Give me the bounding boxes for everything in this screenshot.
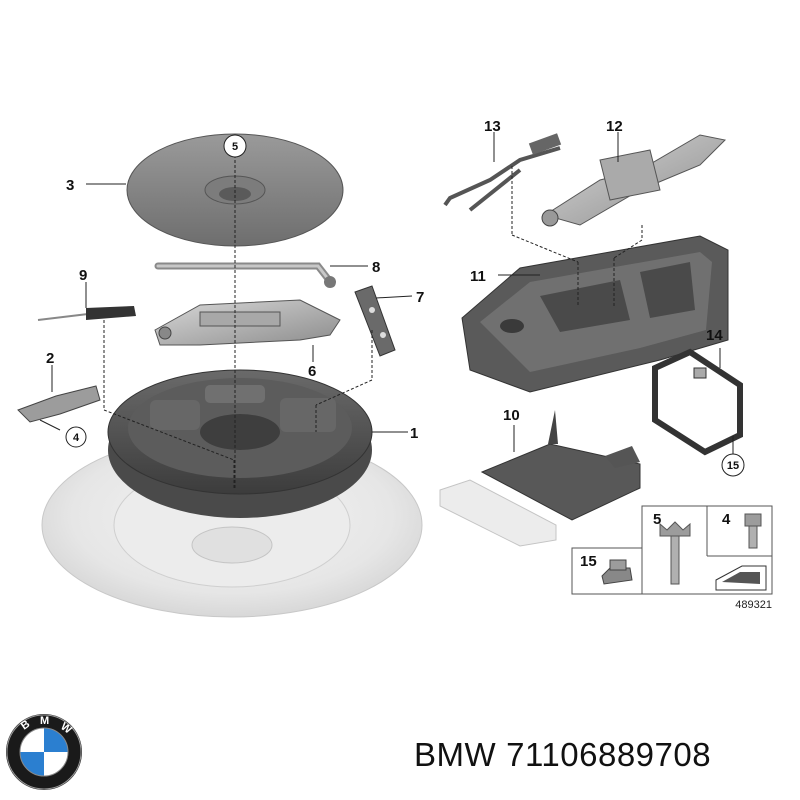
callout-6: 6 <box>308 363 316 380</box>
svg-text:M: M <box>40 715 49 727</box>
callout-4-circle: 4 <box>65 426 87 448</box>
tool-tray <box>461 235 729 393</box>
callout-8: 8 <box>372 259 380 276</box>
clip <box>17 385 101 423</box>
callout-5-label: 5 <box>232 141 238 153</box>
strap <box>652 348 743 456</box>
callout-15-label: 15 <box>727 460 739 472</box>
bmw-logo: B M W <box>6 714 82 790</box>
callout-7: 7 <box>416 289 424 306</box>
bracket <box>354 285 396 357</box>
callout-12: 12 <box>606 118 623 135</box>
mat <box>480 410 641 521</box>
callout-14: 14 <box>706 327 723 344</box>
crank-handle <box>443 133 562 212</box>
footer-brand-name: BMW <box>414 736 497 773</box>
wing-bolt-icon <box>659 521 691 537</box>
footer-part-number: 71106889708 <box>506 736 712 773</box>
callout-2: 2 <box>46 350 54 367</box>
callout-1: 1 <box>410 425 418 442</box>
foam-block <box>439 479 557 547</box>
figure-number: 489321 <box>735 599 772 611</box>
legend-item-5-label: 5 <box>653 511 661 528</box>
flange-nut-icon <box>601 567 633 585</box>
callout-15-circle: 15 <box>721 453 745 477</box>
jack-small <box>154 299 341 346</box>
callout-4-label: 4 <box>73 432 80 444</box>
legend-item-15-label: 15 <box>580 553 597 570</box>
legend-box <box>571 505 773 595</box>
callout-10: 10 <box>503 407 520 424</box>
callout-11: 11 <box>470 268 486 285</box>
spare-wheel-tray <box>107 369 373 518</box>
screwdriver <box>37 306 136 321</box>
scissor-jack <box>541 134 727 227</box>
callout-5-circle: 5 <box>223 134 247 158</box>
callout-3: 3 <box>66 177 74 194</box>
wheel-wrench <box>154 262 336 288</box>
callout-9: 9 <box>79 267 87 284</box>
leader-lines <box>39 132 734 488</box>
legend-item-4-label: 4 <box>722 511 731 528</box>
hex-bolt-icon <box>744 513 762 527</box>
callout-13: 13 <box>484 118 501 135</box>
